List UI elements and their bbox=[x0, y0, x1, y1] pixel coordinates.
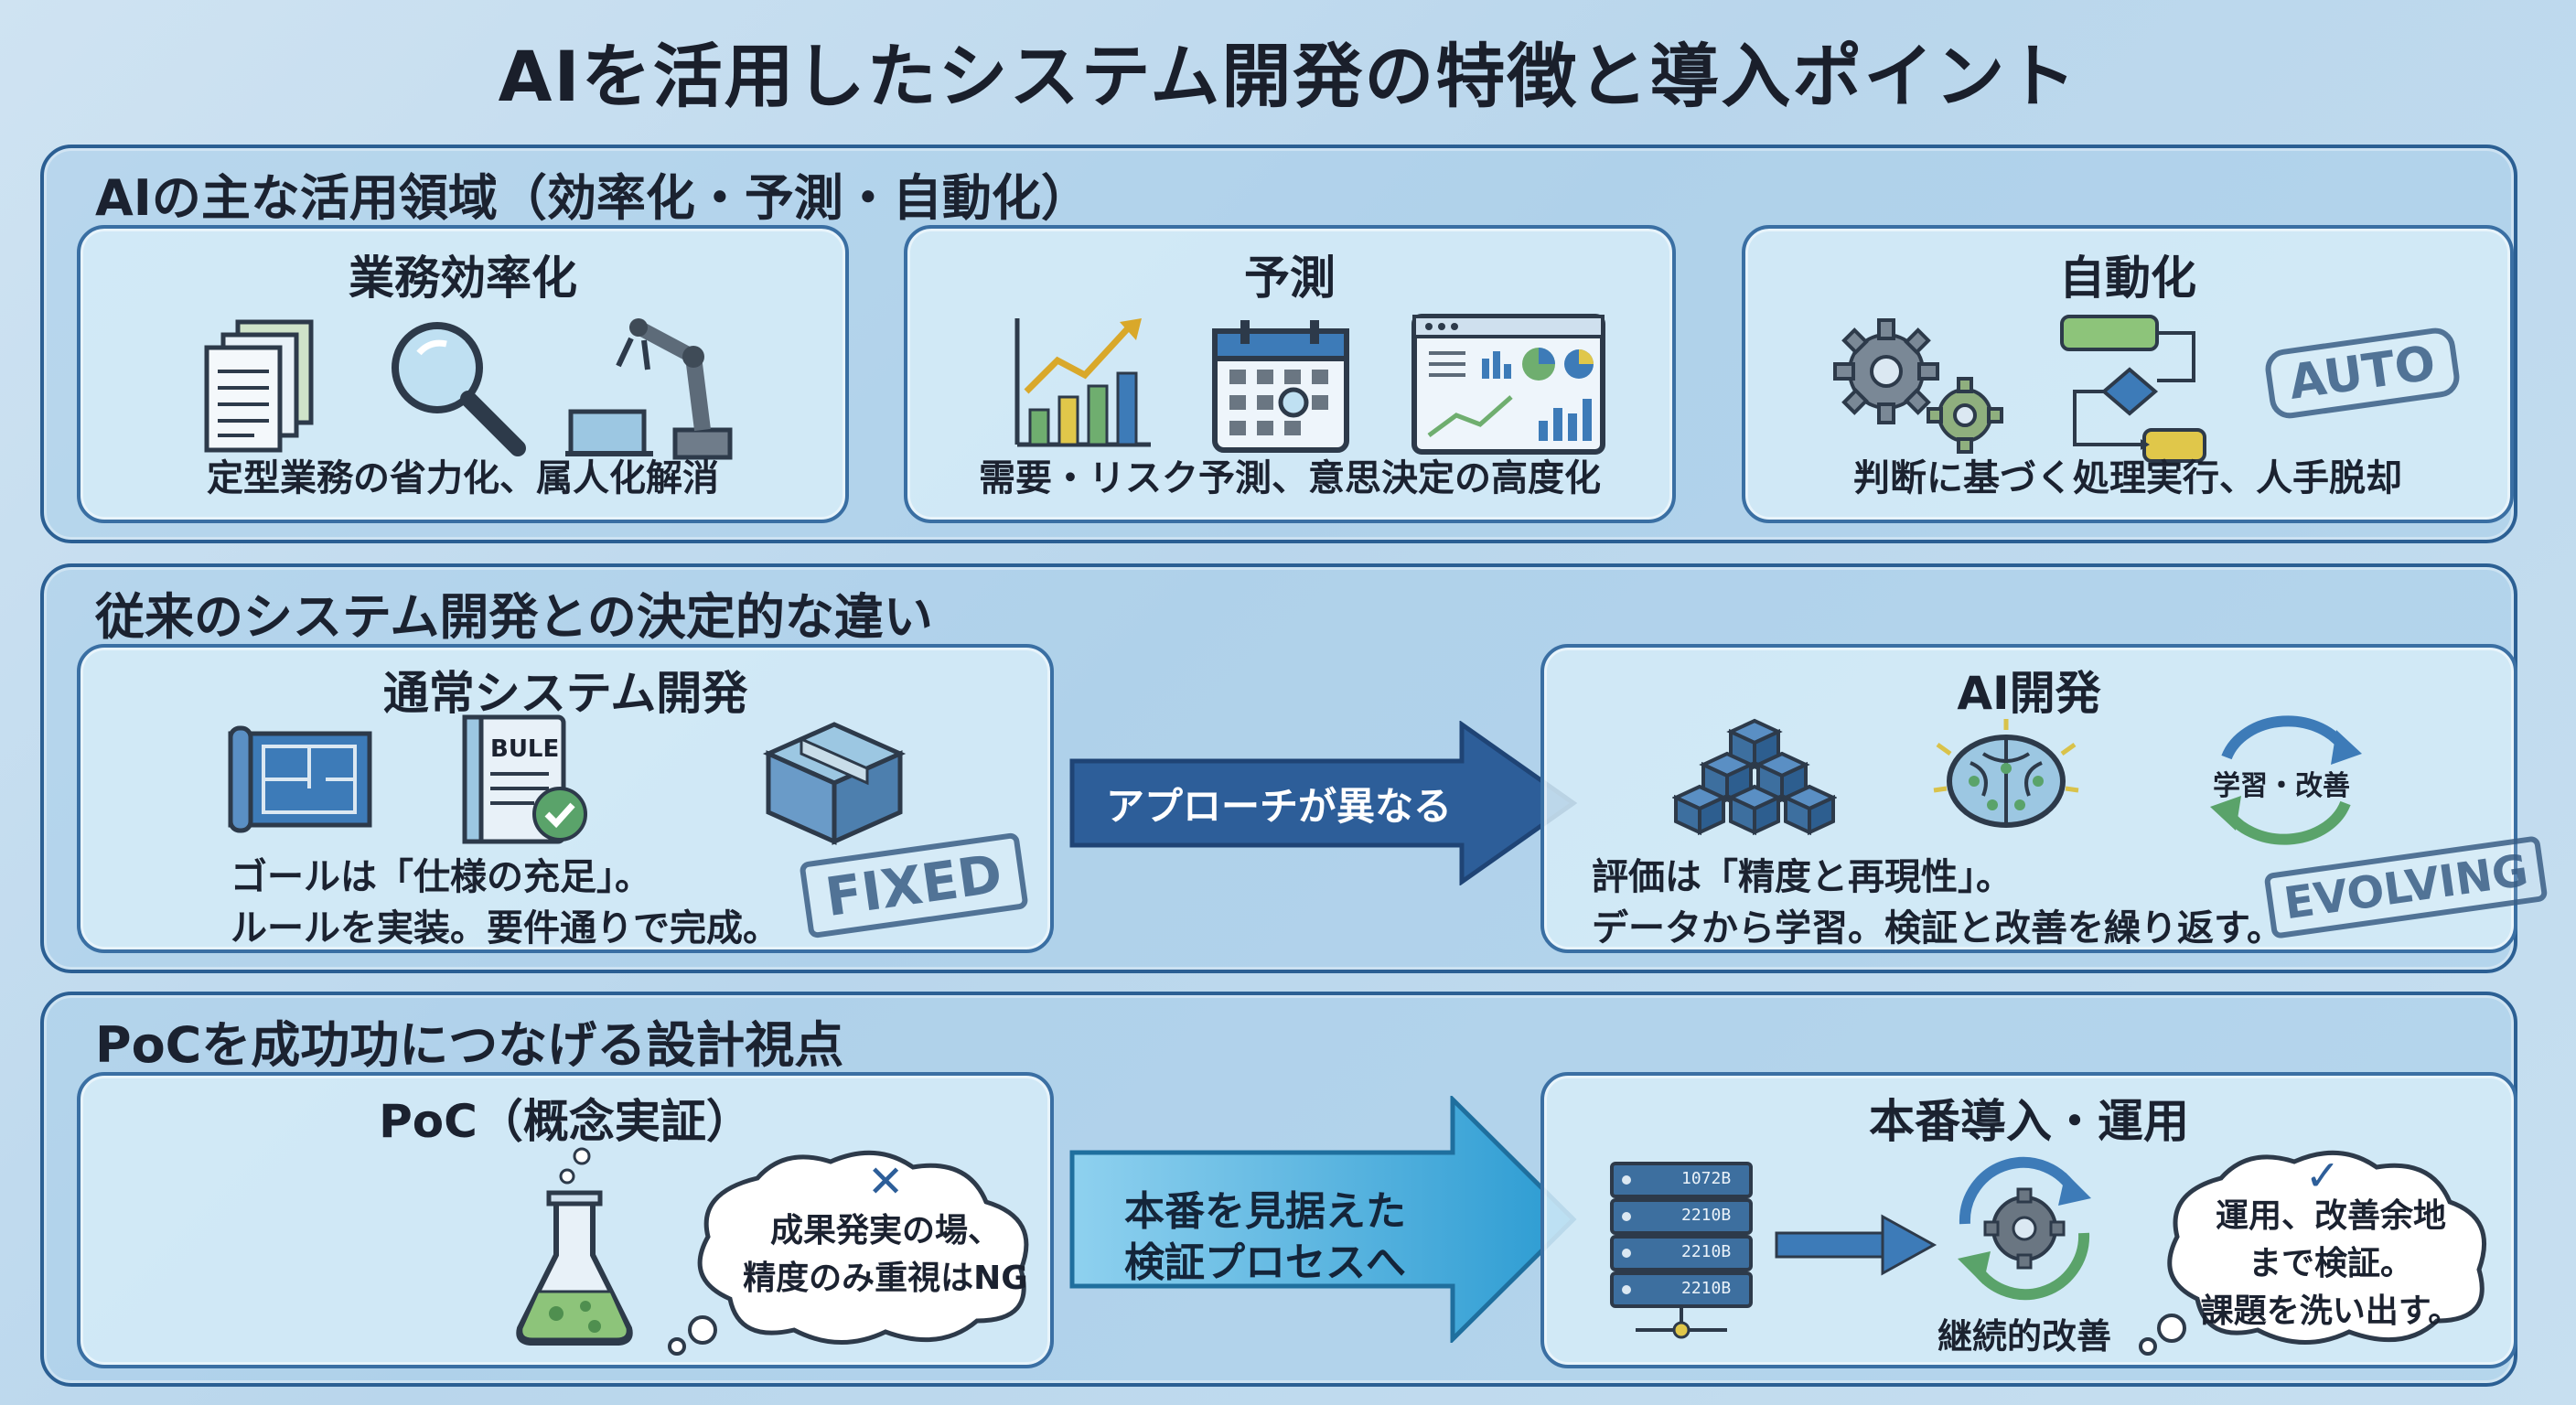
approach-arrow-label: アプローチが異なる bbox=[1105, 784, 1452, 829]
card-efficiency: 業務効率化 定型業務の省力化、属人化解消 bbox=[77, 225, 849, 523]
section-poc-design: PoCを成功功につなげる設計視点 PoC（概念実証） ✕ 成果発実の場、 精度の… bbox=[40, 992, 2517, 1387]
gears-icon bbox=[1833, 318, 2003, 454]
verification-arrow-line-2: 検証プロセスへ bbox=[1124, 1239, 1406, 1286]
card-title: 予測 bbox=[1244, 252, 1336, 305]
description-line-1: ゴールは「仕様の充足」。 bbox=[231, 856, 651, 898]
card-caption: 判断に基づく処理実行、人手脱却 bbox=[1853, 457, 2402, 499]
cloud-text-line-1: 運用、改善余地 bbox=[2215, 1197, 2446, 1235]
card-forecast: 予測 bbox=[904, 225, 1676, 523]
server-rack-icon: 1072B 2210B 2210B 2210B bbox=[1608, 1160, 1755, 1339]
card-conventional-dev: 通常システム開発 BULE ゴールは「仕様の充足」。 ルールを実装。要件通りで完… bbox=[77, 644, 1054, 953]
rulebook-label: BULE bbox=[490, 735, 560, 763]
section-differences: 従来のシステム開発との決定的な違い 通常システム開発 BULE ゴールは「仕様の… bbox=[40, 563, 2549, 973]
brain-icon bbox=[1933, 719, 2079, 828]
cloud-text-line-3: 課題を洗い出す。 bbox=[2200, 1292, 2462, 1330]
section-heading: PoCを成功功につなげる設計視点 bbox=[95, 1016, 844, 1074]
card-title: 本番導入・運用 bbox=[1869, 1095, 2189, 1148]
card-title: 自動化 bbox=[2059, 252, 2196, 305]
magnifier-icon bbox=[392, 322, 526, 456]
server-label: 2210B bbox=[1681, 1206, 1732, 1225]
card-caption: 定型業務の省力化、属人化解消 bbox=[207, 457, 719, 499]
data-cubes-icon bbox=[1672, 718, 1837, 836]
verification-arrow-line-1: 本番を見据えた bbox=[1124, 1188, 1406, 1235]
description-line-2: ルールを実装。要件通りで完成。 bbox=[231, 907, 779, 949]
cloud-text-line-2: 精度のみ重視はNG bbox=[743, 1260, 1028, 1297]
documents-icon bbox=[204, 319, 314, 453]
card-poc: PoC（概念実証） ✕ 成果発実の場、 精度のみ重視はNG bbox=[77, 1072, 1054, 1368]
blueprint-icon bbox=[228, 725, 372, 833]
cloud-text-line-1: 成果発実の場、 bbox=[769, 1212, 1001, 1249]
cycle-label: 学習・改善 bbox=[2213, 770, 2350, 802]
approach-arrow bbox=[1069, 721, 1578, 885]
description-line-2: データから学習。検証と改善を繰り返す。 bbox=[1592, 907, 2283, 949]
section-heading: 従来のシステム開発との決定的な違い bbox=[95, 588, 933, 646]
rulebook-icon bbox=[462, 714, 587, 844]
thought-cloud-shape bbox=[668, 1150, 1029, 1356]
continuous-improvement-icon bbox=[1958, 1156, 2091, 1301]
flask-icon bbox=[516, 1147, 633, 1346]
auto-stamp: AUTO bbox=[2262, 325, 2462, 422]
dashboard-icon bbox=[1411, 314, 1605, 455]
thought-cloud-shape bbox=[2139, 1150, 2487, 1356]
robot-arm-icon bbox=[565, 318, 733, 460]
fixed-stamp: FIXED bbox=[799, 831, 1029, 939]
continuous-improvement-label: 継続的改善 bbox=[1937, 1316, 2111, 1357]
page-title: AIを活用したシステム開発の特徴と導入ポイント bbox=[498, 36, 2078, 117]
cloud-cross-mark: ✕ bbox=[867, 1156, 905, 1207]
calendar-icon bbox=[1212, 320, 1349, 453]
cloud-check-mark: ✓ bbox=[2304, 1151, 2341, 1200]
flowchart-icon bbox=[2060, 315, 2206, 463]
cycle-arrows-icon bbox=[2210, 715, 2362, 845]
box-icon bbox=[762, 722, 907, 845]
description-line-1: 評価は「精度と再現性」。 bbox=[1592, 856, 2012, 898]
section-heading: AIの主な活用領域（効率化・予測・自動化） bbox=[95, 169, 1090, 227]
card-ai-dev: AI開発 学習・改善 bbox=[1540, 644, 2549, 953]
cloud-text-line-2: まで検証。 bbox=[2248, 1245, 2413, 1282]
section-ai-use-areas: AIの主な活用領域（効率化・予測・自動化） 業務効率化 定型業務の省力化、属人化… bbox=[40, 145, 2517, 543]
server-label: 1072B bbox=[1681, 1169, 1732, 1188]
growth-chart-icon bbox=[1014, 318, 1151, 447]
card-automation: 自動化 AUTO 判断に基づく処理実行、人手脱却 bbox=[1742, 225, 2514, 523]
server-label: 2210B bbox=[1681, 1279, 1732, 1298]
arrow-right-icon bbox=[1775, 1214, 1937, 1276]
verification-arrow bbox=[1069, 1096, 1577, 1343]
server-label: 2210B bbox=[1681, 1242, 1732, 1261]
card-title: 通常システム開発 bbox=[382, 667, 748, 720]
card-caption: 需要・リスク予測、意思決定の高度化 bbox=[979, 457, 1601, 499]
card-production: 本番導入・運用 1072B 2210B 2210B 2210B bbox=[1540, 1072, 2517, 1368]
card-title: PoC（概念実証） bbox=[379, 1095, 752, 1148]
card-title: 業務効率化 bbox=[349, 252, 577, 305]
card-title: AI開発 bbox=[1957, 667, 2101, 720]
